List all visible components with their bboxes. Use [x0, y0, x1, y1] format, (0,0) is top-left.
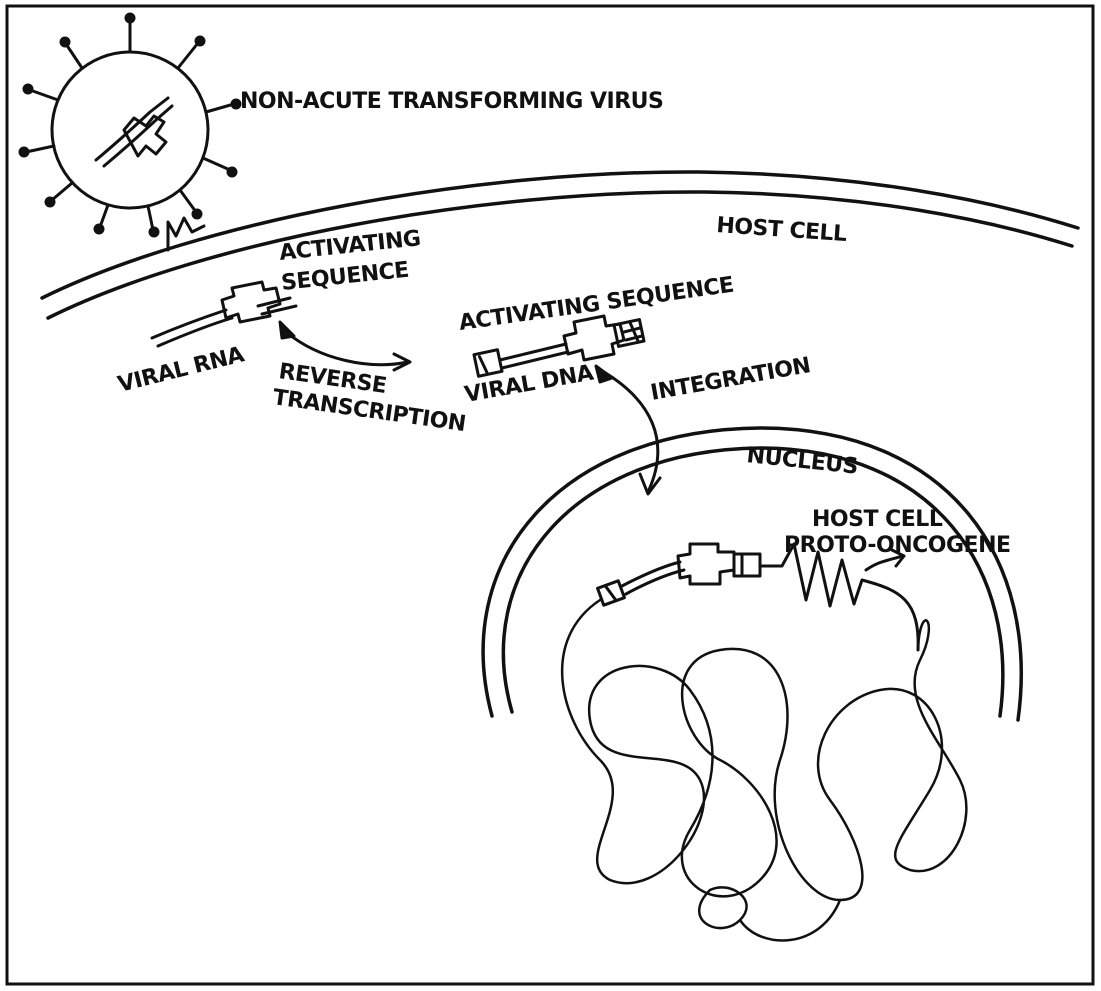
host-chromatin: [562, 600, 966, 940]
viral-rna-molecule: [152, 282, 296, 346]
label-virus: NON-ACUTE TRANSFORMING VIRUS: [240, 89, 663, 114]
integrated-provirus: [598, 544, 760, 605]
integrated-activating-sequence: [678, 544, 734, 584]
label-viral-rna: VIRAL RNA: [115, 342, 246, 398]
label-host-cell: HOST CELL: [716, 213, 848, 247]
label-proto-2: PROTO-ONCOGENE: [784, 533, 1011, 558]
label-activating-full: ACTIVATING SEQUENCE: [457, 273, 735, 336]
label-viral-dna: VIRAL DNA: [463, 361, 596, 408]
dna-activating-sequence: [564, 316, 624, 360]
nucleus-membrane: [483, 428, 1021, 720]
figure-frame: [7, 6, 1093, 984]
label-nucleus: NUCLEUS: [745, 443, 859, 480]
label-integration: INTEGRATION: [649, 353, 813, 406]
proto-oncogene-zigzag: [760, 544, 918, 650]
virus-rna-strands: [96, 98, 172, 166]
label-proto-1: HOST CELL: [812, 507, 943, 532]
virus-particle: [20, 14, 240, 250]
